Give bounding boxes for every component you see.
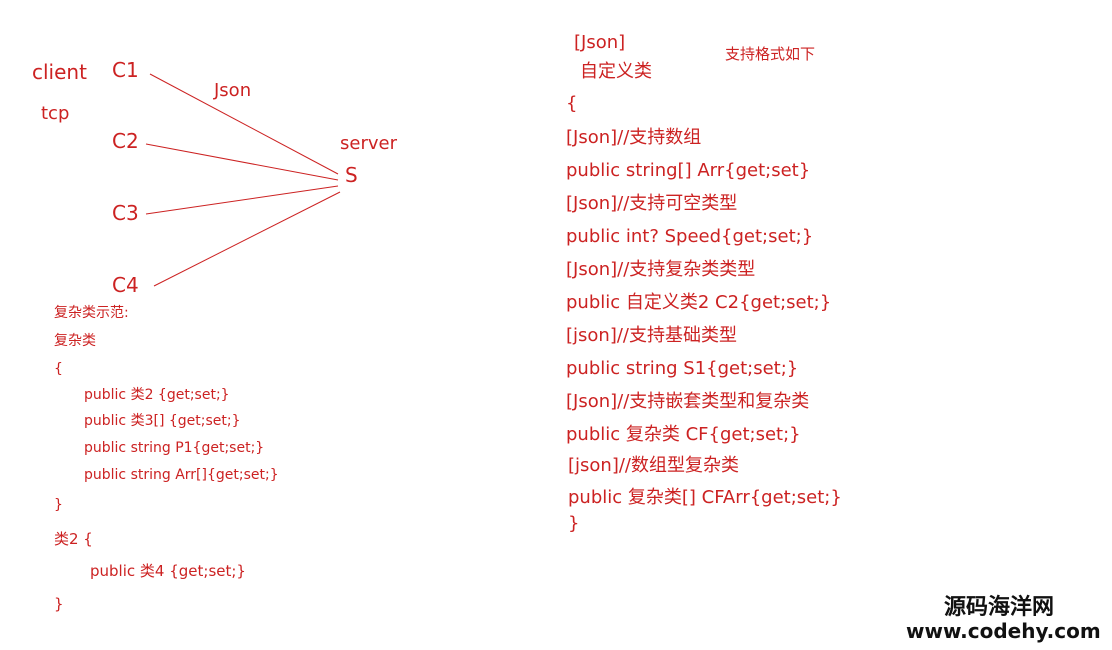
left-code-line: public string Arr[]{get;set;} <box>84 467 279 483</box>
right-code-line: [Json]//支持复杂类类型 <box>566 259 756 280</box>
left-code-line: 复杂类示范: <box>54 305 129 321</box>
right-code-line: [json]//支持基础类型 <box>566 325 737 346</box>
right-formats-note: 支持格式如下 <box>725 45 816 63</box>
right-code-line: public 自定义类2 C2{get;set;} <box>566 292 832 313</box>
left-code-line: public string P1{get;set;} <box>84 440 265 456</box>
right-code-line: public 复杂类 CF{get;set;} <box>566 424 801 445</box>
label-c1: C1 <box>112 58 139 82</box>
line-c4-s <box>153 191 341 287</box>
left-code-line: { <box>54 361 63 377</box>
label-json: Json <box>214 80 252 101</box>
right-code-line: [json]//数组型复杂类 <box>568 455 739 476</box>
label-tcp: tcp <box>41 103 70 124</box>
line-c1-s <box>149 73 339 175</box>
label-c4: C4 <box>112 273 139 297</box>
left-code-line: 复杂类 <box>54 333 96 349</box>
right-code-line: [Json]//支持嵌套类型和复杂类 <box>566 391 810 412</box>
right-code-line: public string S1{get;set;} <box>566 358 799 379</box>
label-c2: C2 <box>112 129 139 153</box>
watermark-site-name: 源码海洋网 <box>944 595 1055 620</box>
right-json-tag: [Json] <box>574 32 626 53</box>
label-client: client <box>32 60 87 84</box>
left-code-line: } <box>54 595 64 613</box>
line-c3-s <box>145 185 339 215</box>
right-code-line: [Json]//支持可空类型 <box>566 193 738 214</box>
right-code-line: { <box>566 93 578 114</box>
right-code-line: } <box>568 513 580 534</box>
right-code-line: public string[] Arr{get;set} <box>566 160 811 181</box>
line-c2-s <box>145 143 339 181</box>
watermark-url: www.codehy.com <box>906 619 1101 643</box>
label-c3: C3 <box>112 201 139 225</box>
right-custom-class: 自定义类 <box>580 61 652 82</box>
left-code-line: } <box>54 497 63 513</box>
left-code-line: public 类2 {get;set;} <box>84 387 230 403</box>
label-server: server <box>340 133 397 154</box>
right-code-line: public 复杂类[] CFArr{get;set;} <box>568 487 842 508</box>
left-code-line: public 类4 {get;set;} <box>90 562 246 580</box>
left-code-line: 类2 { <box>54 530 93 548</box>
label-s: S <box>345 163 358 187</box>
left-code-line: public 类3[] {get;set;} <box>84 413 241 429</box>
right-code-line: public int? Speed{get;set;} <box>566 226 814 247</box>
right-code-line: [Json]//支持数组 <box>566 127 702 148</box>
